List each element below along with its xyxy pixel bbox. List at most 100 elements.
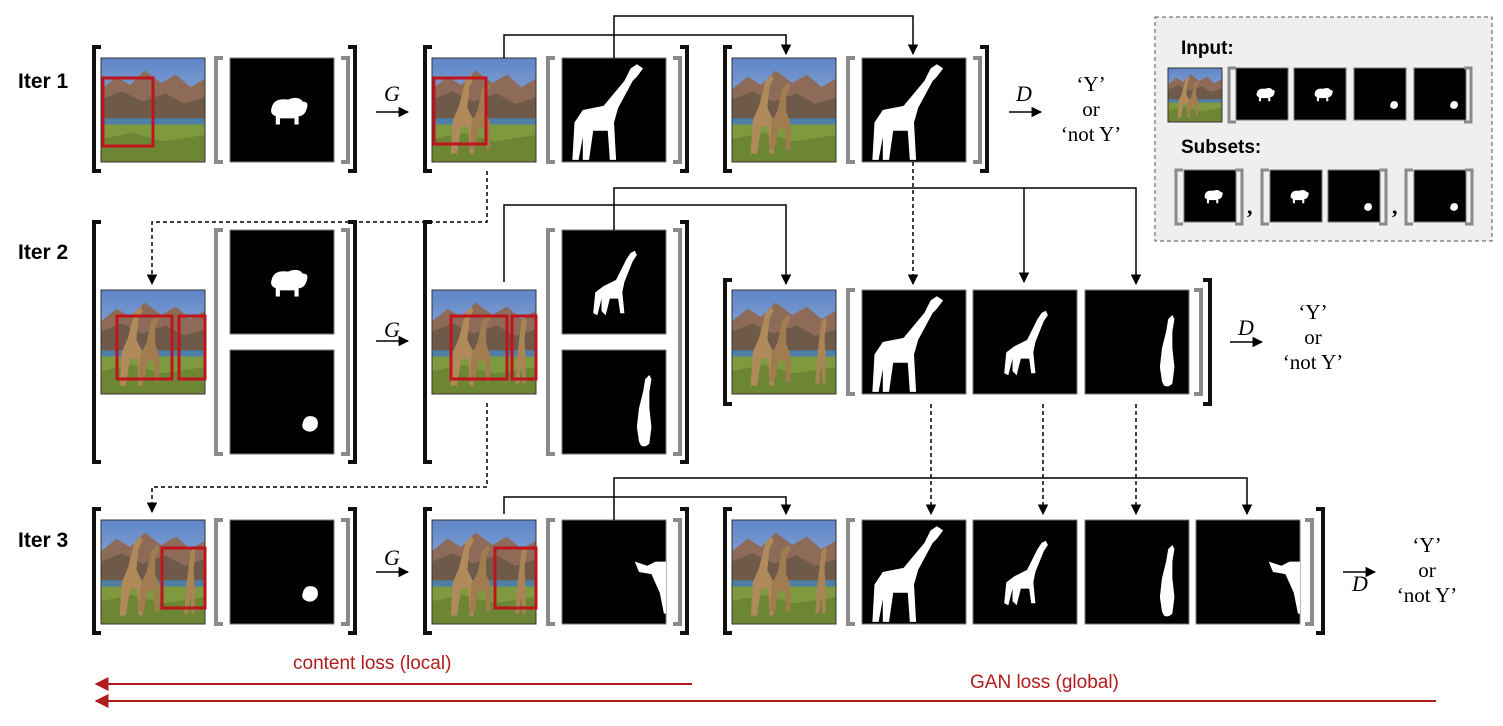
output-or: or xyxy=(1418,558,1436,582)
blob-mask xyxy=(229,519,335,625)
bracket-right xyxy=(680,220,689,464)
output-or: or xyxy=(1082,97,1100,121)
bracket-left xyxy=(1227,66,1236,124)
bracket-right xyxy=(1465,168,1474,226)
bracket-right xyxy=(341,518,350,626)
bbox xyxy=(160,546,207,610)
bracket-left xyxy=(846,56,855,164)
bbox xyxy=(115,314,174,381)
iter-2-label: Iter 2 xyxy=(18,241,69,264)
landscape-photo-border xyxy=(731,519,837,625)
bracket-left xyxy=(546,56,555,164)
bracket-right xyxy=(348,220,357,464)
bracket-right xyxy=(673,518,682,626)
giraffe-mask xyxy=(561,349,667,455)
bracket-left xyxy=(214,518,223,626)
bracket-left xyxy=(846,518,855,626)
landscape-photo xyxy=(1168,68,1222,122)
bracket-right xyxy=(980,45,989,173)
landscape-photo-border xyxy=(100,57,206,163)
landscape-photo xyxy=(732,520,836,624)
bracket-right xyxy=(1464,66,1473,124)
legend-separator-1: , xyxy=(1247,194,1253,219)
connector xyxy=(503,34,792,58)
gan-loss-label: GAN loss (global) xyxy=(970,672,1119,693)
output-no: ‘not Y’ xyxy=(1060,122,1122,146)
bracket-left xyxy=(423,507,432,635)
output-or: or xyxy=(1304,325,1322,349)
output-3: ‘Y’ or ‘not Y’ xyxy=(1382,533,1472,608)
blob-mask xyxy=(1327,169,1381,223)
landscape-photo-border xyxy=(431,57,537,163)
bracket-left xyxy=(1404,168,1413,226)
bbox xyxy=(449,314,509,381)
bracket-right xyxy=(341,228,350,456)
bracket-left xyxy=(423,45,432,173)
connector xyxy=(503,496,792,516)
landscape-photo xyxy=(732,58,836,162)
bracket-left xyxy=(92,45,101,173)
bracket-left xyxy=(1260,168,1269,226)
landscape-photo-border xyxy=(731,57,837,163)
blob-mask xyxy=(1413,169,1467,223)
bracket-right xyxy=(348,45,357,173)
bracket-right xyxy=(1203,278,1212,406)
landscape-photo xyxy=(432,58,536,162)
landscape-photo-border xyxy=(731,289,837,395)
bracket-right xyxy=(1316,507,1325,635)
bracket-right xyxy=(348,507,357,635)
iter-3-label: Iter 3 xyxy=(18,529,69,552)
bracket-right xyxy=(673,228,682,456)
connector xyxy=(613,15,919,58)
bbox xyxy=(493,546,538,610)
bbox xyxy=(101,76,155,148)
giraffe-mask xyxy=(1084,519,1190,625)
bracket-left xyxy=(92,220,101,464)
discriminator-label-2: D xyxy=(1238,315,1254,340)
bracket-left xyxy=(546,228,555,456)
generator-label-3: G xyxy=(384,545,400,570)
dashed-connector xyxy=(146,171,488,286)
bracket-right xyxy=(1379,168,1388,226)
legend-separator-2: , xyxy=(1392,194,1398,219)
generator-label-1: G xyxy=(384,81,400,106)
output-2: ‘Y’ or ‘not Y’ xyxy=(1268,300,1358,375)
bracket-left xyxy=(92,507,101,635)
legend-input-title: Input: xyxy=(1181,38,1234,59)
output-yes: ‘Y’ xyxy=(1412,533,1442,557)
bracket-left xyxy=(723,507,732,635)
dashed-connector xyxy=(146,403,488,514)
bracket-left xyxy=(214,228,223,456)
bbox xyxy=(432,76,488,146)
connector xyxy=(613,187,1142,286)
bracket-left xyxy=(723,45,732,173)
bracket-right xyxy=(973,56,982,164)
generator-label-2: G xyxy=(384,317,400,342)
discriminator-label-3: D xyxy=(1352,571,1368,596)
bracket-left xyxy=(846,288,855,396)
landscape-photo xyxy=(732,290,836,394)
bracket-left xyxy=(723,278,732,406)
bracket-left xyxy=(214,56,223,164)
output-no: ‘not Y’ xyxy=(1396,583,1458,607)
bracket-right xyxy=(680,45,689,173)
blob-mask xyxy=(229,349,335,455)
bracket-right xyxy=(680,507,689,635)
iter-1-label: Iter 1 xyxy=(18,70,69,93)
bbox xyxy=(177,314,207,381)
legend-subsets-title: Subsets: xyxy=(1181,137,1262,158)
output-yes: ‘Y’ xyxy=(1076,72,1106,96)
bbox xyxy=(510,314,538,381)
bracket-right xyxy=(1194,288,1203,396)
content-loss-label: content loss (local) xyxy=(293,653,452,674)
connector xyxy=(503,204,792,286)
blob-mask xyxy=(1413,67,1467,121)
bracket-right xyxy=(1305,518,1314,626)
output-no: ‘not Y’ xyxy=(1282,350,1344,374)
blob-mask xyxy=(1353,67,1407,121)
bracket-left xyxy=(423,220,432,464)
output-yes: ‘Y’ xyxy=(1298,300,1328,324)
discriminator-label-1: D xyxy=(1016,81,1032,106)
